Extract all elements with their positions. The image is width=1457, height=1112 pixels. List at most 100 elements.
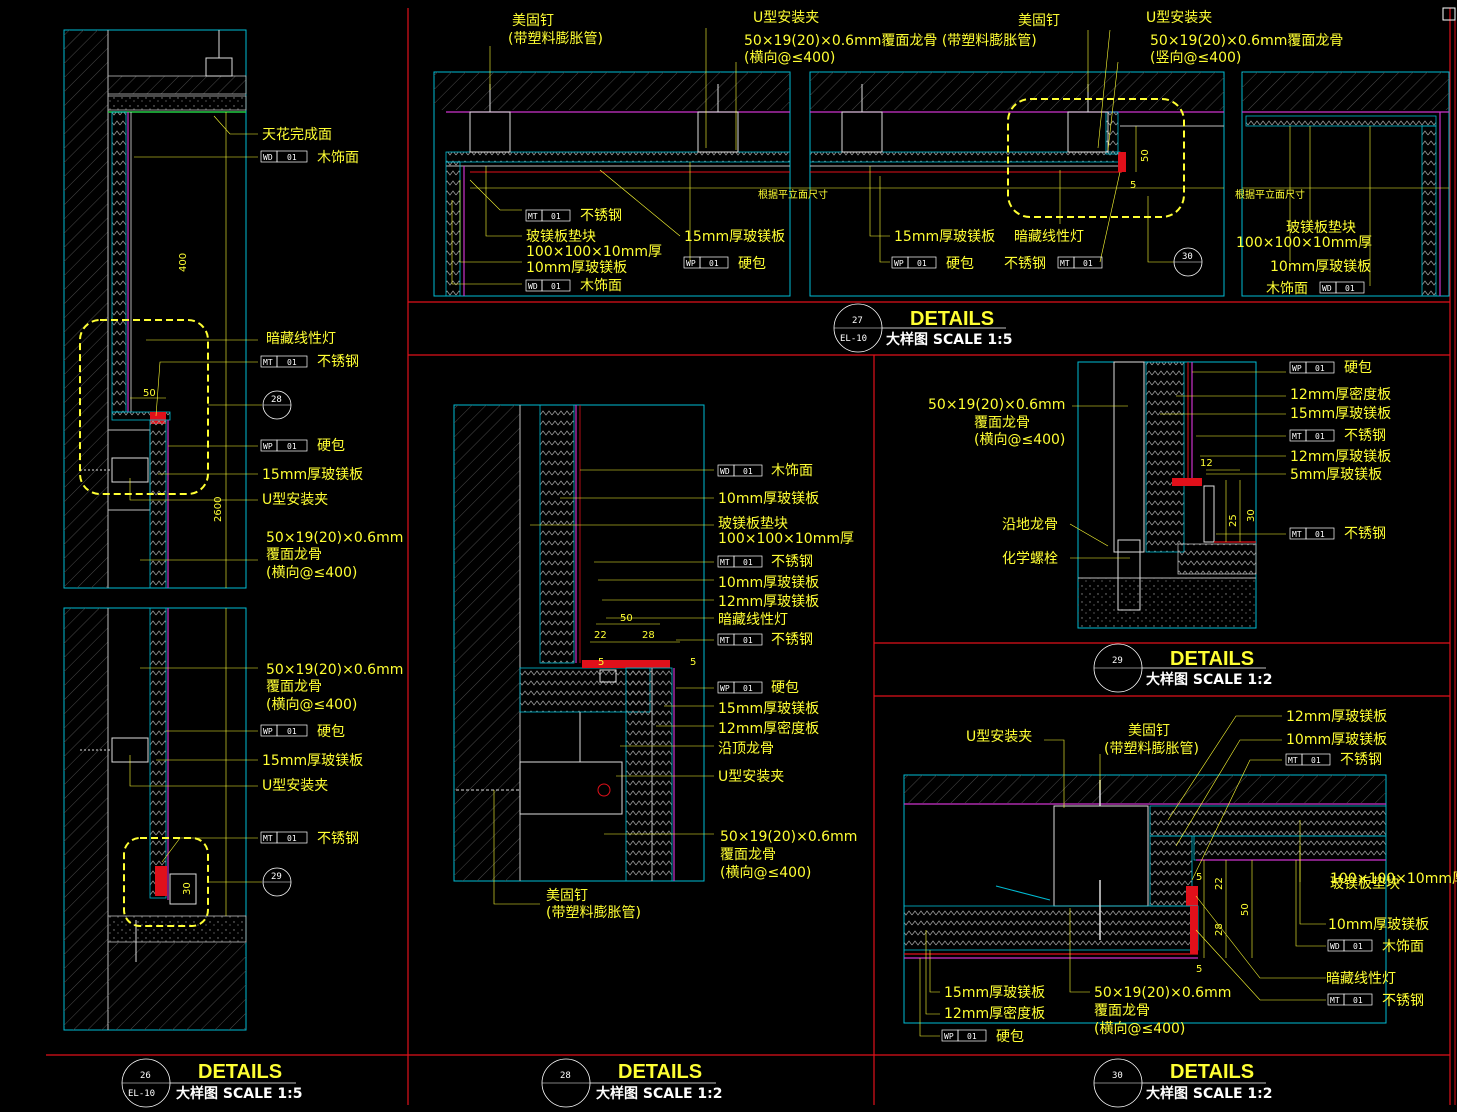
label-mgo-10: 10mm厚玻镁板 [718,491,819,507]
dim-12: 12 [1200,458,1213,469]
label-stainless-steel: 不锈钢 [1340,752,1382,768]
label-hidden-light: 暗藏线性灯 [718,612,788,628]
tag-code: WP [263,442,273,451]
label-hard-pack: 硬包 [317,438,345,454]
label-anchor-nail: 美固钉 [546,888,588,904]
tag-code: MT [263,834,273,843]
label-u-clip: U型安装夹 [753,10,819,26]
detail-26-text: 天花完成面 木饰面 暗藏线性灯 不锈钢 硬包 15mm厚玻镁板 U型安装夹 50… [143,127,403,895]
tag-number: 01 [287,442,297,451]
label-mgo-pad: 玻镁板垫块 [526,229,596,245]
detail-26-leaders [129,115,262,883]
title-number: 27 [852,316,863,326]
label-mgo-5: 5mm厚玻镁板 [1290,467,1382,483]
label-mgo-10-b: 10mm厚玻镁板 [718,575,819,591]
label-mgo-pad-size: 100×100×10mm厚 [718,531,854,547]
label-anchor-sleeve: (带塑料膨胀管) [1104,740,1199,757]
title-scale: 大样图 SCALE 1:2 [1146,1085,1273,1102]
title-number: 29 [1112,656,1123,666]
label-keel-b: 50×19(20)×0.6mm覆面龙骨 [1150,33,1343,49]
dim-28: 28 [1214,923,1225,936]
label-wood-veneer: 木饰面 [771,463,813,479]
label-keel-spacing: (横向@≤400) [974,432,1065,448]
label-u-clip: U型安装夹 [966,729,1032,745]
dim-5: 5 [1196,964,1202,975]
detail-30-text: U型安装夹 美固钉 (带塑料膨胀管) 12mm厚玻镁板 10mm厚玻镁板 不锈钢… [944,709,1457,1045]
label-stainless-steel-b: 不锈钢 [317,831,359,847]
label-keel-a: 50×19(20)×0.6mm覆面龙骨 (带塑料膨胀管) [744,32,1037,49]
detail-29-leaders [1069,371,1286,559]
dim-22: 22 [594,630,607,641]
detail-30-drawing [903,774,1387,1024]
label-u-clip: U型安装夹 [718,769,784,785]
dim-28: 28 [642,630,655,641]
label-mgo-12: 12mm厚玻镁板 [1286,709,1387,725]
label-keel-spacing-b: (横向@≤400) [266,697,357,713]
dim-22: 22 [1214,877,1225,890]
detail-30-leaders [919,715,1326,1037]
tag-code: WD [720,467,730,476]
tag-number: 01 [743,558,753,567]
label-hard-pack-b: 硬包 [317,724,345,740]
label-keel-spacing: (横向@≤400) [1094,1021,1185,1037]
label-plan-size-b: 根据平立面尺寸 [1235,188,1305,201]
label-mgo-15-b: 15mm厚玻镁板 [894,229,995,245]
label-mdf-12: 12mm厚密度板 [944,1005,1045,1022]
tag-code: MT [720,558,730,567]
detail-26-callouts: 28 29 [262,390,292,897]
dim-400: 400 [178,253,189,272]
title-scale: 大样图 SCALE 1:2 [1146,671,1273,688]
tag-number: 01 [1315,364,1325,373]
detail-29-text: 硬包 12mm厚密度板 15mm厚玻镁板 不锈钢 12mm厚玻镁板 5mm厚玻镁… [928,360,1391,567]
tag-code: WP [944,1032,954,1041]
label-keel-spacing: (横向@≤400) [266,565,357,581]
label-mgo-15: 15mm厚玻镁板 [718,701,819,717]
label-hard-pack-b: 硬包 [946,256,974,272]
label-anchor-nail-b: 美固钉 [1018,13,1060,29]
title-number: 26 [140,1071,151,1081]
label-keel-type-b: 覆面龙骨 [266,679,322,695]
tag-number: 01 [917,259,927,268]
tag-code: WP [1292,364,1302,373]
detail-28-text: 木饰面 10mm厚玻镁板 玻镁板垫块 100×100×10mm厚 不锈钢 10m… [546,463,857,921]
tag-code: MT [1288,756,1298,765]
tag-code: MT [263,358,273,367]
label-wood-veneer: 木饰面 [580,278,622,294]
label-hard-pack: 硬包 [738,256,766,272]
label-mgo-15: 15mm厚玻镁板 [262,467,363,483]
label-mgo-10: 10mm厚玻镁板 [526,260,627,276]
tag-code: MT [1060,259,1070,268]
dim-30: 30 [1246,509,1257,522]
label-stainless-steel-b: 不锈钢 [1382,993,1424,1009]
tag-number: 01 [1315,530,1325,539]
label-keel-b-spacing: (竖向@≤400) [1150,50,1241,66]
tag-number: 01 [743,636,753,645]
tag-number: 01 [967,1032,977,1041]
tag-number: 01 [287,358,297,367]
label-keel-size: 50×19(20)×0.6mm [720,829,857,845]
label-u-clip-b: U型安装夹 [1146,10,1212,26]
detail-26-drawing [63,29,247,1031]
tag-number: 01 [1083,259,1093,268]
label-top-keel: 沿顶龙骨 [718,741,774,757]
callout-28: 28 [271,395,282,405]
title-ref: EL-10 [128,1089,155,1099]
label-hidden-light: 暗藏线性灯 [266,331,336,347]
title-heading: DETAILS [1170,648,1254,670]
tag-code: MT [1292,432,1302,441]
tag-code: WP [720,684,730,693]
label-keel-type: 覆面龙骨 [974,415,1030,431]
label-keel-type: 覆面龙骨 [1094,1003,1150,1019]
label-mdf-12: 12mm厚密度板 [718,720,819,737]
tag-code: WP [263,727,273,736]
label-keel-size: 50×19(20)×0.6mm [266,530,403,546]
label-mgo-pad-r: 玻镁板垫块 [1286,220,1356,236]
dim-50: 50 [1140,149,1151,162]
label-stainless-steel: 不锈钢 [1344,428,1386,444]
tag-number: 01 [287,727,297,736]
dim-50: 50 [143,388,156,399]
tag-code: MT [1330,996,1340,1005]
tag-number: 01 [551,212,561,221]
